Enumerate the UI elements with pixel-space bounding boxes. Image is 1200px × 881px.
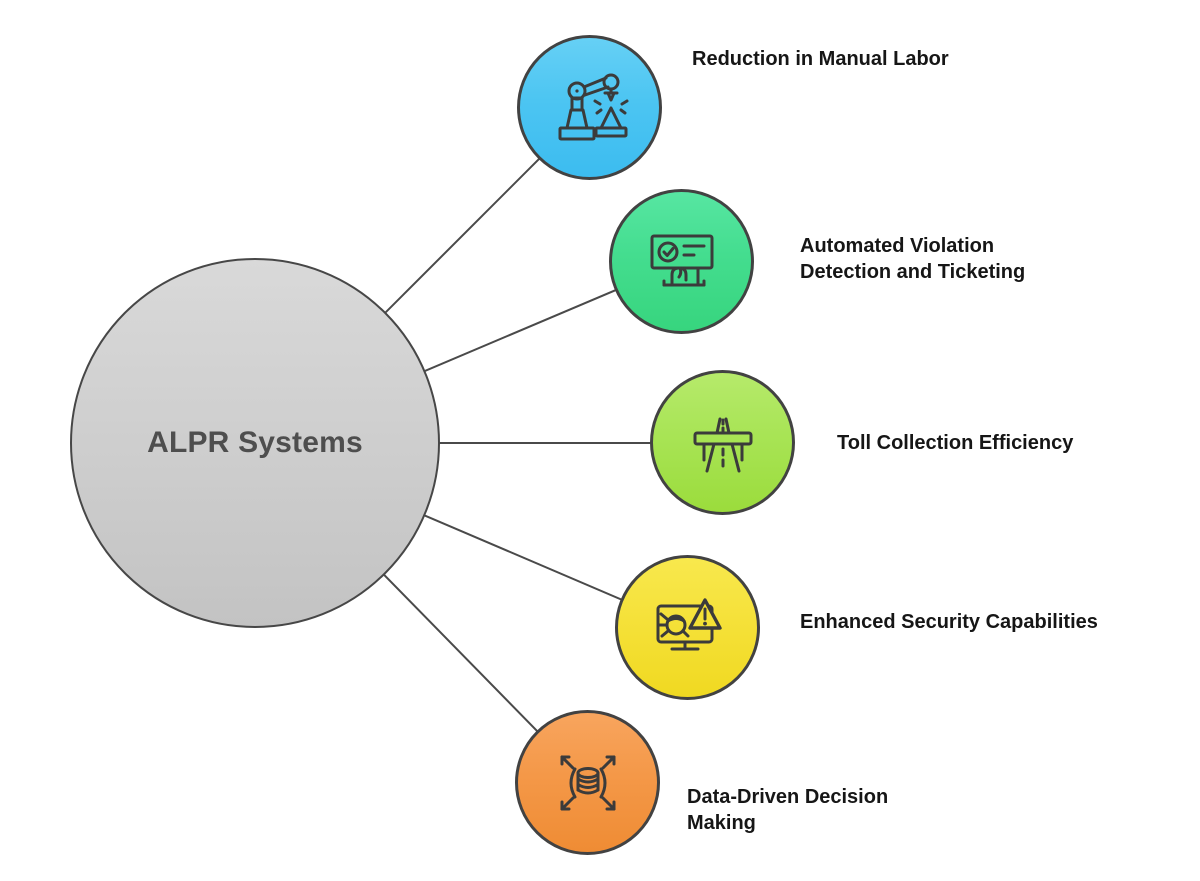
node-enhanced-security <box>615 555 760 700</box>
node-automated-violation-ticketing <box>609 189 754 334</box>
central-node: ALPR Systems <box>70 258 440 628</box>
security-alert-icon <box>656 597 722 650</box>
robot-arm-icon <box>558 73 628 140</box>
central-node-label: ALPR Systems <box>147 426 363 459</box>
node-toll-collection-efficiency <box>650 370 795 515</box>
node-label-automated-violation-ticketing: Automated Violation Detection and Ticket… <box>800 235 1026 283</box>
node-label-toll-collection-efficiency: Toll Collection Efficiency <box>837 432 1074 454</box>
node-reduction-manual-labor <box>517 35 662 180</box>
ticket-check-icon <box>650 234 713 286</box>
node-label-reduction-manual-labor: Reduction in Manual Labor <box>692 48 949 70</box>
toll-road-icon <box>693 417 752 472</box>
node-label-data-driven-decisions: Data-Driven Decision Making <box>687 786 889 834</box>
data-distribution-icon <box>560 755 615 810</box>
node-data-driven-decisions <box>515 710 660 855</box>
node-label-enhanced-security: Enhanced Security Capabilities <box>800 611 1098 633</box>
